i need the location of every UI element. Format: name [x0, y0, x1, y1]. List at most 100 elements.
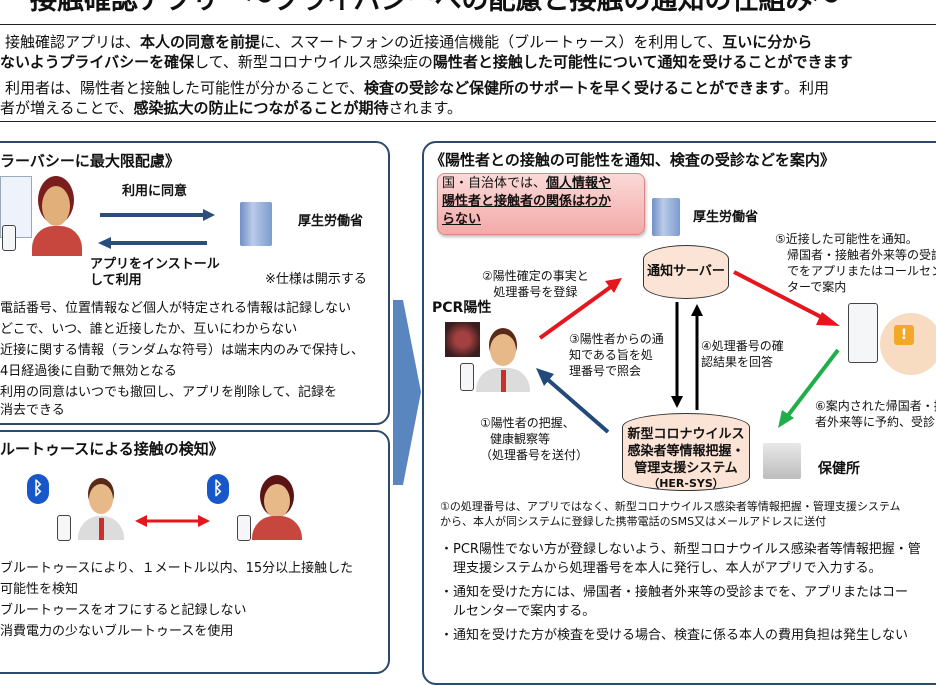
privacy-bullet: 利用の同意はいつでも撤回し、アプリを削除して、記録を — [0, 385, 337, 400]
intro-line: ないようプライバシーを確保して、新型コロナウイルス感染症の陽性者と接触した可能性… — [0, 52, 852, 72]
intro-text-segment: ・接触確認アプリは、 — [0, 33, 141, 51]
consent-label: 利用に同意 — [122, 184, 188, 199]
man-user-icon — [78, 480, 124, 540]
privacy-bullet: どこで、いつ、誰と近接したか、互いにわからない — [0, 322, 298, 337]
step1-line: （処理番号を送付） — [480, 448, 589, 462]
intro-emphasis: 感染拡大の防止につながることが期待 — [133, 99, 389, 117]
step6-line: ⑥案内された帰国者・接触 — [815, 399, 936, 413]
notify-heading: 《陽性者との接触の可能性を通知、検査の受診などを案内》 — [430, 151, 835, 169]
step3-line: ③陽性者からの通 — [569, 332, 664, 346]
step4-text: ④処理番号の確認結果を回答 — [701, 338, 784, 370]
her-sys-line: 管理支援システム — [634, 461, 738, 476]
step6-text: ⑥案内された帰国者・接触者外来等に予約、受診 — [815, 398, 936, 430]
privacy-panel — [0, 141, 390, 425]
proximity-arrow — [135, 515, 210, 527]
health-center-label: 保健所 — [818, 461, 860, 477]
intro-line: ・接触確認アプリは、本人の同意を前提に、スマートフォンの近接通信機能（ブルートゥ… — [0, 32, 812, 52]
bluetooth-icon: ᛒ — [27, 474, 49, 504]
her-sys-line: 感染者等情報把握・ — [627, 444, 745, 459]
notification-phone-icon — [848, 303, 878, 363]
step5-line: ⑤近接した可能性を通知。 — [775, 232, 918, 246]
phone-icon — [460, 363, 474, 391]
alert-icon: ! — [894, 325, 914, 345]
pcr-positive-label: PCR陽性 — [432, 300, 492, 316]
green-arrow-visit — [778, 348, 840, 428]
step1-line: 健康観察等 — [490, 432, 551, 446]
her-sys-line: 新型コロナウイルス — [627, 427, 745, 442]
black-arrow-reply — [691, 304, 703, 410]
intro-line: 者が増えることで、感染拡大の防止につながることが期待されます。 — [0, 98, 462, 118]
intro-text-segment: に、スマートフォンの近接通信機能（ブルートゥース）を利用して、 — [260, 33, 723, 51]
black-arrow-query — [671, 302, 683, 408]
mhlw-building-icon — [652, 198, 680, 236]
notify-bullet: 理支援システムから処理番号を本人に発行し、本人がアプリで入力する。 — [440, 561, 882, 576]
callout-emphasis: らない — [442, 212, 482, 227]
notification-server: 通知サーバー — [643, 245, 729, 299]
install-label-2: して利用 — [90, 273, 142, 288]
alert-hand-icon: ! — [880, 313, 936, 375]
notify-bullet: ルセンターで案内する。 — [440, 604, 596, 619]
step4-line: ④処理番号の確 — [701, 339, 784, 353]
red-arrow-register — [538, 278, 622, 340]
privacy-bullet: 消去できる — [0, 403, 65, 418]
footnote-line: ①の処理番号は、アプリではなく、新型コロナウイルス感染者等情報把握・管理支援シス… — [440, 500, 901, 513]
intro-emphasis: ないようプライバシーを確保 — [0, 53, 195, 71]
bluetooth-bullet: 可能性を検知 — [0, 582, 79, 597]
privacy-callout: 国・自治体では、個人情報や陽性者と接触者の関係はわからない — [437, 173, 645, 235]
mhlw-label: 厚生労働省 — [693, 210, 759, 225]
phone-icon — [2, 225, 16, 251]
spec-note: ※仕様は開示する — [265, 272, 367, 287]
step5-line: でをアプリまたはコールセン — [775, 264, 936, 278]
privacy-heading: ラーバシーに最大限配慮》 — [0, 152, 180, 170]
intro-emphasis: 本人の同意を前提 — [140, 33, 261, 51]
mhlw-label: 厚生労働省 — [298, 214, 364, 229]
step1-line: ①陽性者の把握、 — [480, 416, 575, 430]
step2-line: 処理番号を登録 — [493, 285, 578, 299]
step2-text: ②陽性確定の事実と処理番号を登録 — [482, 268, 589, 300]
intro-emphasis: 検査の受診など保健所のサポートを早く受けることができます — [363, 79, 784, 97]
virus-image — [445, 322, 480, 357]
her-sys-database: 新型コロナウイルス感染者等情報把握・管理支援システム（HER-SYS） — [622, 413, 750, 491]
privacy-bullet: 電話番号、位置情報など個人が特定される情報は記録しない — [0, 301, 352, 316]
phone-icon — [57, 515, 71, 541]
step4-line: 認結果を回答 — [701, 355, 774, 369]
intro-text-segment: して、新型コロナウイルス感染症の — [194, 53, 433, 71]
bluetooth-heading: ルートゥースによる接触の検知》 — [0, 440, 224, 458]
intro-emphasis: 陽性者と接触した可能性について通知を受けることができます — [432, 53, 853, 71]
flow-arrows — [536, 270, 840, 434]
step1-text: ①陽性者の把握、健康観察等 （処理番号を送付） — [480, 415, 588, 463]
bluetooth-bullet: ブルートゥースにより、１メートル以内、15分以上接触した — [0, 561, 354, 576]
divider-bottom — [0, 121, 936, 122]
bluetooth-icon: ᛒ — [207, 474, 229, 504]
flow-chevron-arrow — [393, 300, 421, 485]
callout-emphasis: 個人情報や — [546, 176, 612, 191]
notify-bullet: ・PCR陽性でない方が登録しないよう、新型コロナウイルス感染者等情報把握・管 — [440, 542, 921, 557]
step3-text: ③陽性者からの通知である旨を処理番号で照会 — [569, 331, 664, 379]
woman-user-icon — [32, 178, 82, 256]
step3-line: 理番号で照会 — [569, 364, 642, 378]
step6-line: 者外来等に予約、受診 — [815, 415, 936, 429]
notify-bullets: ・PCR陽性でない方が登録しないよう、新型コロナウイルス感染者等情報把握・管 理… — [440, 540, 921, 645]
notify-bullet: ・通知を受けた方には、帰国者・接触者外来等の受診までを、アプリまたはコー — [440, 585, 909, 600]
intro-text-segment: 者が増えることで、 — [0, 99, 134, 117]
woman-user-icon — [252, 478, 302, 540]
red-arrow-notify — [733, 270, 840, 326]
health-center-building-icon — [763, 443, 801, 479]
positive-patient-icon — [476, 330, 530, 392]
notify-bullet: ・通知を受けた方が検査を受ける場合、検査に係る本人の費用負担は発生しない — [440, 628, 909, 643]
consent-arrows — [98, 209, 215, 249]
privacy-bullets: 電話番号、位置情報など個人が特定される情報は記録しない どこで、いつ、誰と近接し… — [0, 298, 364, 419]
footnote-line: から、本人が同システムに登録した携帯電話のSMS又はメールアドレスに送付 — [440, 515, 827, 528]
blue-arrow-send — [536, 368, 610, 434]
intro-text-segment: されます。 — [388, 99, 463, 117]
her-sys-line: （HER-SYS） — [648, 477, 724, 490]
step2-line: ②陽性確定の事実と — [482, 269, 589, 283]
divider-top — [0, 24, 936, 25]
intro-text-segment: 。利用 — [783, 79, 829, 97]
mhlw-building-icon — [240, 202, 272, 246]
step5-text: ⑤近接した可能性を通知。 帰国者・接触者外来等の受診ま でをアプリまたはコールセ… — [775, 231, 936, 295]
step5-line: 帰国者・接触者外来等の受診ま — [787, 248, 936, 262]
page-title: 接触確認アプリ ～プライバシーへの配慮と接触の通知の仕組み～ — [30, 0, 840, 16]
phone-icon — [237, 515, 251, 541]
step5-line: ターで案内 — [775, 280, 847, 294]
